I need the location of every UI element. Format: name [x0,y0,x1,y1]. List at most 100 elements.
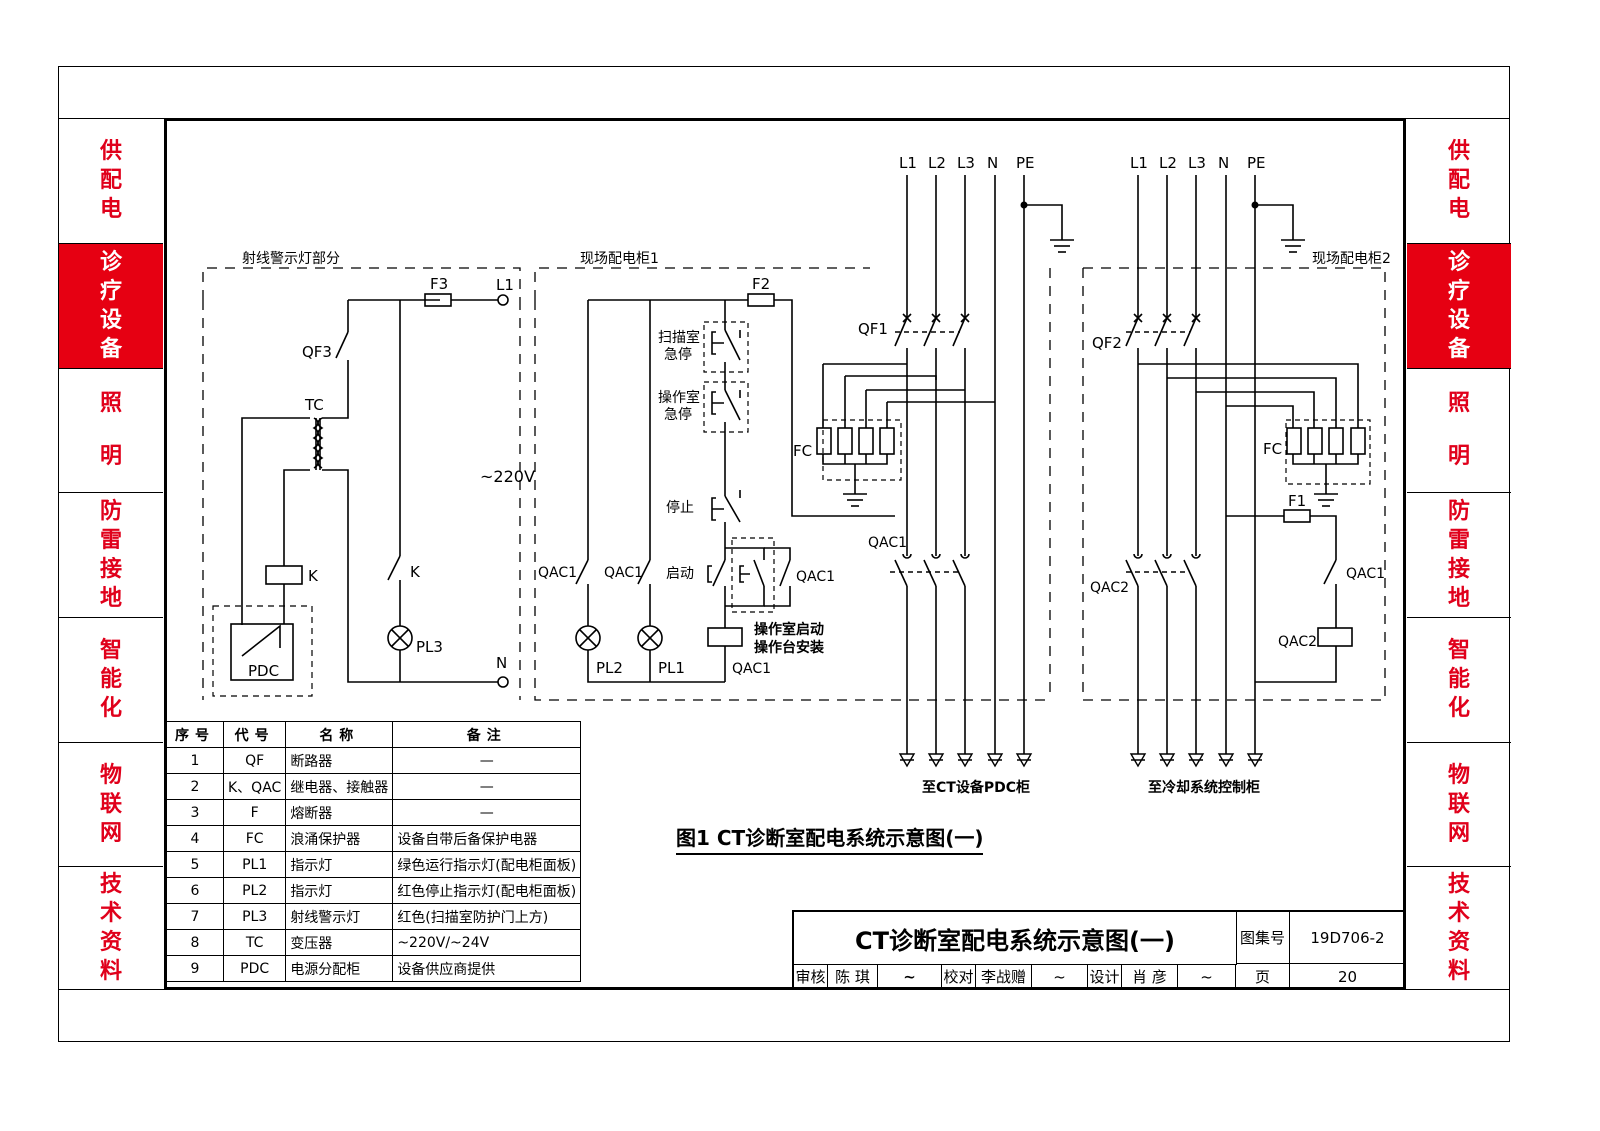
bus1-bus-label: L1 [899,154,917,172]
legend-cell: 4 [166,825,224,852]
tab-right-3[interactable]: 防雷接地 [1407,492,1511,617]
legend-cell: 8 [166,929,224,956]
tab-divider [59,742,163,743]
label-tc: TC [304,396,324,414]
label-pdc: PDC [248,662,279,680]
legend-cell: 红色(扫描室防护门上方) [392,903,582,930]
label-f3: F3 [430,275,448,293]
label-qac1-right: QAC1 [1346,566,1385,582]
tab-char: 配 [1447,168,1470,193]
tab-char: 技 [1447,871,1470,897]
legend-cell: FC [222,825,287,852]
tab-char: 照 [1447,391,1470,416]
tab-char: 物 [99,762,122,788]
atlas-number-label: 图集号 [1236,912,1290,964]
tab-left-3[interactable]: 防雷接地 [59,492,163,617]
tab-char: 疗 [1447,278,1470,304]
tab-right-5[interactable]: 物联网 [1407,742,1511,866]
tab-left-4[interactable]: 智能化 [59,617,163,742]
tab-left-2[interactable]: 照明 [59,368,163,492]
tab-divider [59,866,163,867]
tab-char: 接 [99,556,122,582]
tab-divider [59,492,163,493]
page-number: 20 [1290,964,1406,990]
tab-char: 智 [1447,638,1470,663]
label-k-coil: K [308,567,319,585]
label-fc2: FC [1263,440,1282,458]
tab-right-4[interactable]: 智能化 [1407,617,1511,742]
bus1-feeder-arrow [1015,753,1033,768]
bus2-feeder-arrow [1217,753,1235,768]
tab-left-0[interactable]: 供配电 [59,118,163,243]
tab-char: 备 [1447,336,1470,362]
legend-cell: — [392,799,582,826]
section-label-cabinet2: 现场配电柜2 [1312,251,1391,267]
bus2-pe-junction [1251,201,1259,209]
tab-char: 接 [1447,556,1470,582]
label-qac1-coil: QAC1 [732,661,771,677]
tab-char: 电 [1447,197,1470,222]
tab-right-2[interactable]: 照明 [1407,368,1511,492]
tab-char: 防 [99,498,122,524]
legend-cell: 继电器、接触器 [285,773,394,800]
label-pl2: PL2 [596,659,623,677]
tab-right-6[interactable]: 技术资料 [1407,866,1511,989]
label-op-start-note1: 操作室启动 [754,621,824,638]
bus2-feeder-arrow [1246,753,1264,768]
legend-cell: 2 [166,773,224,800]
tab-left-5[interactable]: 物联网 [59,742,163,866]
tab-char: 能 [1447,667,1470,692]
tab-char: 防 [1447,498,1470,524]
label-pl3: PL3 [416,638,443,656]
legend-cell: PL1 [222,851,287,878]
tab-char: 术 [1447,900,1470,926]
legend-cell: 设备自带后备保护电器 [392,825,582,852]
label-k-contact: K [410,563,421,581]
tab-divider [59,617,163,618]
tab-char: 疗 [99,278,122,304]
legend-cell: 9 [166,955,224,982]
bus1-bus-label: L3 [957,154,975,172]
bus2-feeder-arrow [1129,753,1147,768]
reviewer-name: 陈 琪 [828,964,878,990]
legend-cell: K、QAC [222,773,287,800]
legend-cell: 绿色运行指示灯(配电柜面板) [392,851,582,878]
bus2-bus-label: L2 [1159,154,1177,172]
label-qf2: QF2 [1092,334,1122,352]
label-qac2-coil: QAC2 [1278,634,1317,650]
tab-left-6[interactable]: 技术资料 [59,866,163,989]
tab-char: 料 [99,958,122,984]
legend-cell: 3 [166,799,224,826]
tab-char: 诊 [1447,249,1470,275]
legend-cell: 断路器 [285,747,394,774]
label-fc1: FC [793,442,812,460]
checker-name: 李战赠 [976,964,1032,990]
tab-char: 雷 [1447,527,1470,553]
legend-header-name: 名称 [285,721,394,748]
bus2-bus-label: PE [1247,154,1266,172]
tab-char: 设 [1447,307,1470,333]
tab-divider [1407,243,1511,244]
legend-cell: 变压器 [285,929,394,956]
tab-char: 网 [1447,820,1470,846]
tab-right-1[interactable]: 诊疗设备 [1407,243,1511,368]
tab-left-1[interactable]: 诊疗设备 [59,243,163,368]
legend-cell: F [222,799,287,826]
legend-cell: PDC [222,955,287,982]
label-scan-room: 扫描室 [658,329,700,346]
tab-char: 化 [1447,696,1470,721]
label-l1-terminal: L1 [496,276,514,294]
tab-right-0[interactable]: 供配电 [1407,118,1511,243]
atlas-number: 19D706-2 [1290,912,1406,964]
tab-char: 能 [99,667,122,692]
tab-divider [1407,617,1511,618]
title-block: CT诊断室配电系统示意图(一) 图集号 19D706-2 审核 陈 琪 ~ 校对… [792,910,1406,990]
label-qac1-c: QAC1 [796,569,835,585]
tab-char: 供 [99,139,122,164]
tab-char: 网 [99,820,122,846]
